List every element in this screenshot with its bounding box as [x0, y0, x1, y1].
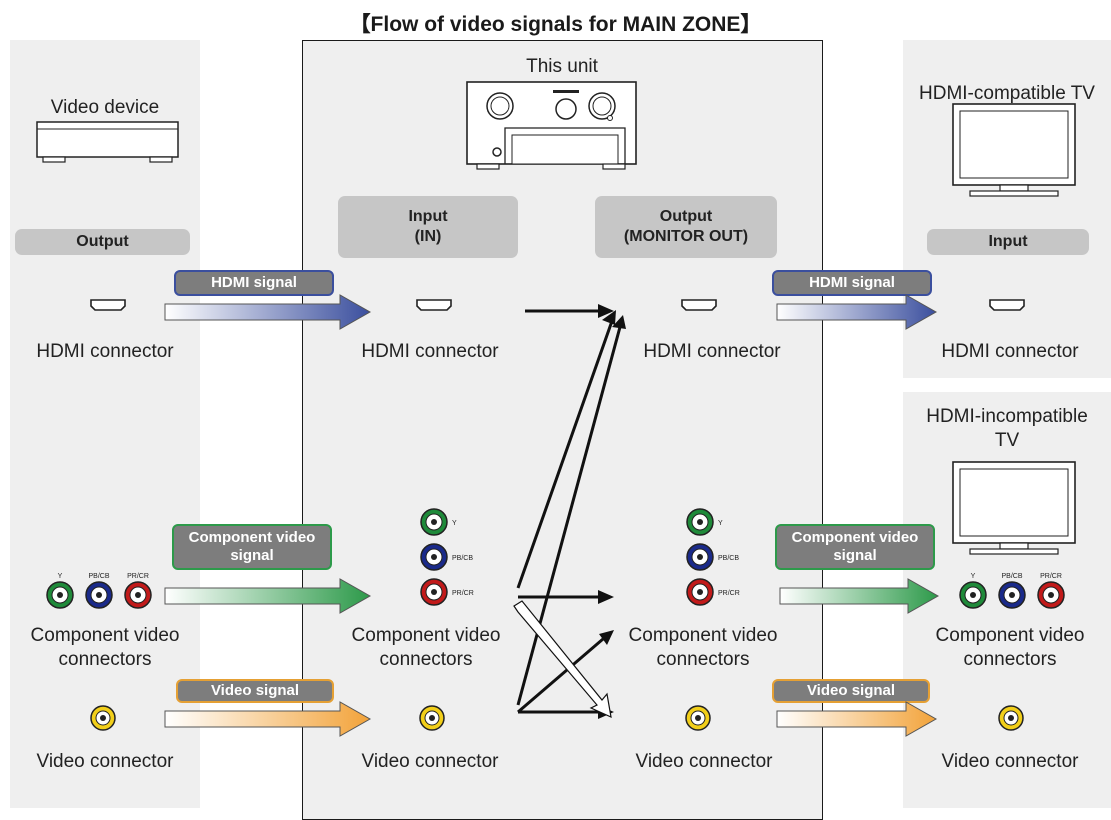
component-signal-arrow-right [779, 578, 940, 614]
unit-input-header: Input (IN) [338, 196, 518, 258]
hdmi-tv-label: HDMI-compatible TV [919, 83, 1095, 104]
unit-out-video-jack-icon [685, 705, 711, 731]
unit-label: This unit [526, 56, 598, 77]
tv-jack-label-pb: PB/CB [1001, 573, 1022, 580]
component-signal-badge-right: Component video signal [775, 524, 935, 570]
video-signal-arrow-right [776, 701, 938, 737]
unit-panel [302, 40, 823, 820]
non-hdmi-tv-label: HDMI-incompatible TV [926, 406, 1088, 451]
jack-labels: Y PB/CB PR/CR Y PB/CB PR/CR Y PB/CB PR/C… [58, 520, 1062, 597]
source-hdmi-label: HDMI connector [36, 341, 174, 362]
hdmi-signal-badge-right: HDMI signal [772, 270, 932, 296]
tv-component-label: Component video connectors [935, 625, 1085, 670]
component-signal-badge-left: Component video signal [172, 524, 332, 570]
component-to-hdmi-arrowhead [602, 310, 616, 325]
source-video-jack-icon [90, 705, 116, 731]
source-component-jacks-icon [46, 581, 152, 609]
video-signal-badge-right: Video signal [772, 679, 930, 703]
source-panel [10, 40, 200, 808]
in-jack-label-pr: PR/CR [452, 590, 474, 597]
unit-in-component-jacks-icon [420, 508, 448, 606]
source-video-label: Video connector [36, 751, 174, 772]
unit-out-component-jacks-icon [686, 508, 714, 606]
hdmi-signal-arrow-right [776, 294, 938, 330]
component-to-video-hollow-arrow [513, 600, 612, 719]
unit-out-hdmi-port-icon [681, 299, 717, 311]
component-signal-arrow-left [164, 578, 372, 614]
source-jack-label-y: Y [58, 573, 63, 580]
out-jack-label-y: Y [718, 520, 723, 527]
unit-out-hdmi-label: HDMI connector [643, 341, 781, 362]
tv-hdmi-port-icon [989, 299, 1025, 311]
tv-jack-label-pr: PR/CR [1040, 573, 1062, 580]
hdmi-passthrough-arrowhead [598, 304, 614, 318]
tv-component-jacks-icon [959, 581, 1065, 609]
unit-in-component-label: Component video connectors [351, 625, 501, 670]
hdmi-signal-arrow-left [164, 294, 372, 330]
unit-output-header: Output (MONITOR OUT) [595, 196, 777, 258]
source-jack-label-pb: PB/CB [88, 573, 109, 580]
in-jack-label-y: Y [452, 520, 457, 527]
video-device-label: Video device [50, 97, 160, 118]
source-output-header: Output [15, 229, 190, 255]
non-hdmi-tv-icon [952, 461, 1076, 555]
video-to-hdmi-arrowhead [612, 315, 626, 329]
component-passthrough-arrowhead [598, 590, 614, 604]
video-to-component-arrowhead [599, 630, 614, 645]
unit-in-hdmi-port-icon [416, 299, 452, 311]
tv-input-header: Input [927, 229, 1089, 255]
tv-video-label: Video connector [941, 751, 1079, 772]
source-jack-label-pr: PR/CR [127, 573, 149, 580]
source-hdmi-port-icon [90, 299, 126, 311]
tv-hdmi-label: HDMI connector [941, 341, 1079, 362]
unit-in-hdmi-label: HDMI connector [361, 341, 499, 362]
tv-video-jack-icon [998, 705, 1024, 731]
unit-out-component-label: Component video connectors [628, 625, 778, 670]
out-jack-label-pr: PR/CR [718, 590, 740, 597]
hdmi-signal-badge-left: HDMI signal [174, 270, 334, 296]
av-receiver-icon [466, 81, 637, 170]
hdmi-tv-icon [952, 103, 1076, 197]
tv-jack-label-y: Y [971, 573, 976, 580]
unit-in-video-label: Video connector [361, 751, 499, 772]
source-component-label: Component video connectors [30, 625, 180, 670]
tv-hdmi-panel [903, 40, 1111, 378]
diagram-title: 【Flow of video signals for MAIN ZONE】 [349, 13, 762, 36]
out-jack-label-pb: PB/CB [718, 555, 739, 562]
video-signal-arrow-left [164, 701, 372, 737]
conversion-arrows [516, 309, 622, 714]
video-device-icon [36, 121, 179, 163]
unit-out-video-label: Video connector [635, 751, 773, 772]
in-jack-label-pb: PB/CB [452, 555, 473, 562]
video-signal-badge-left: Video signal [176, 679, 334, 703]
unit-in-video-jack-icon [419, 705, 445, 731]
